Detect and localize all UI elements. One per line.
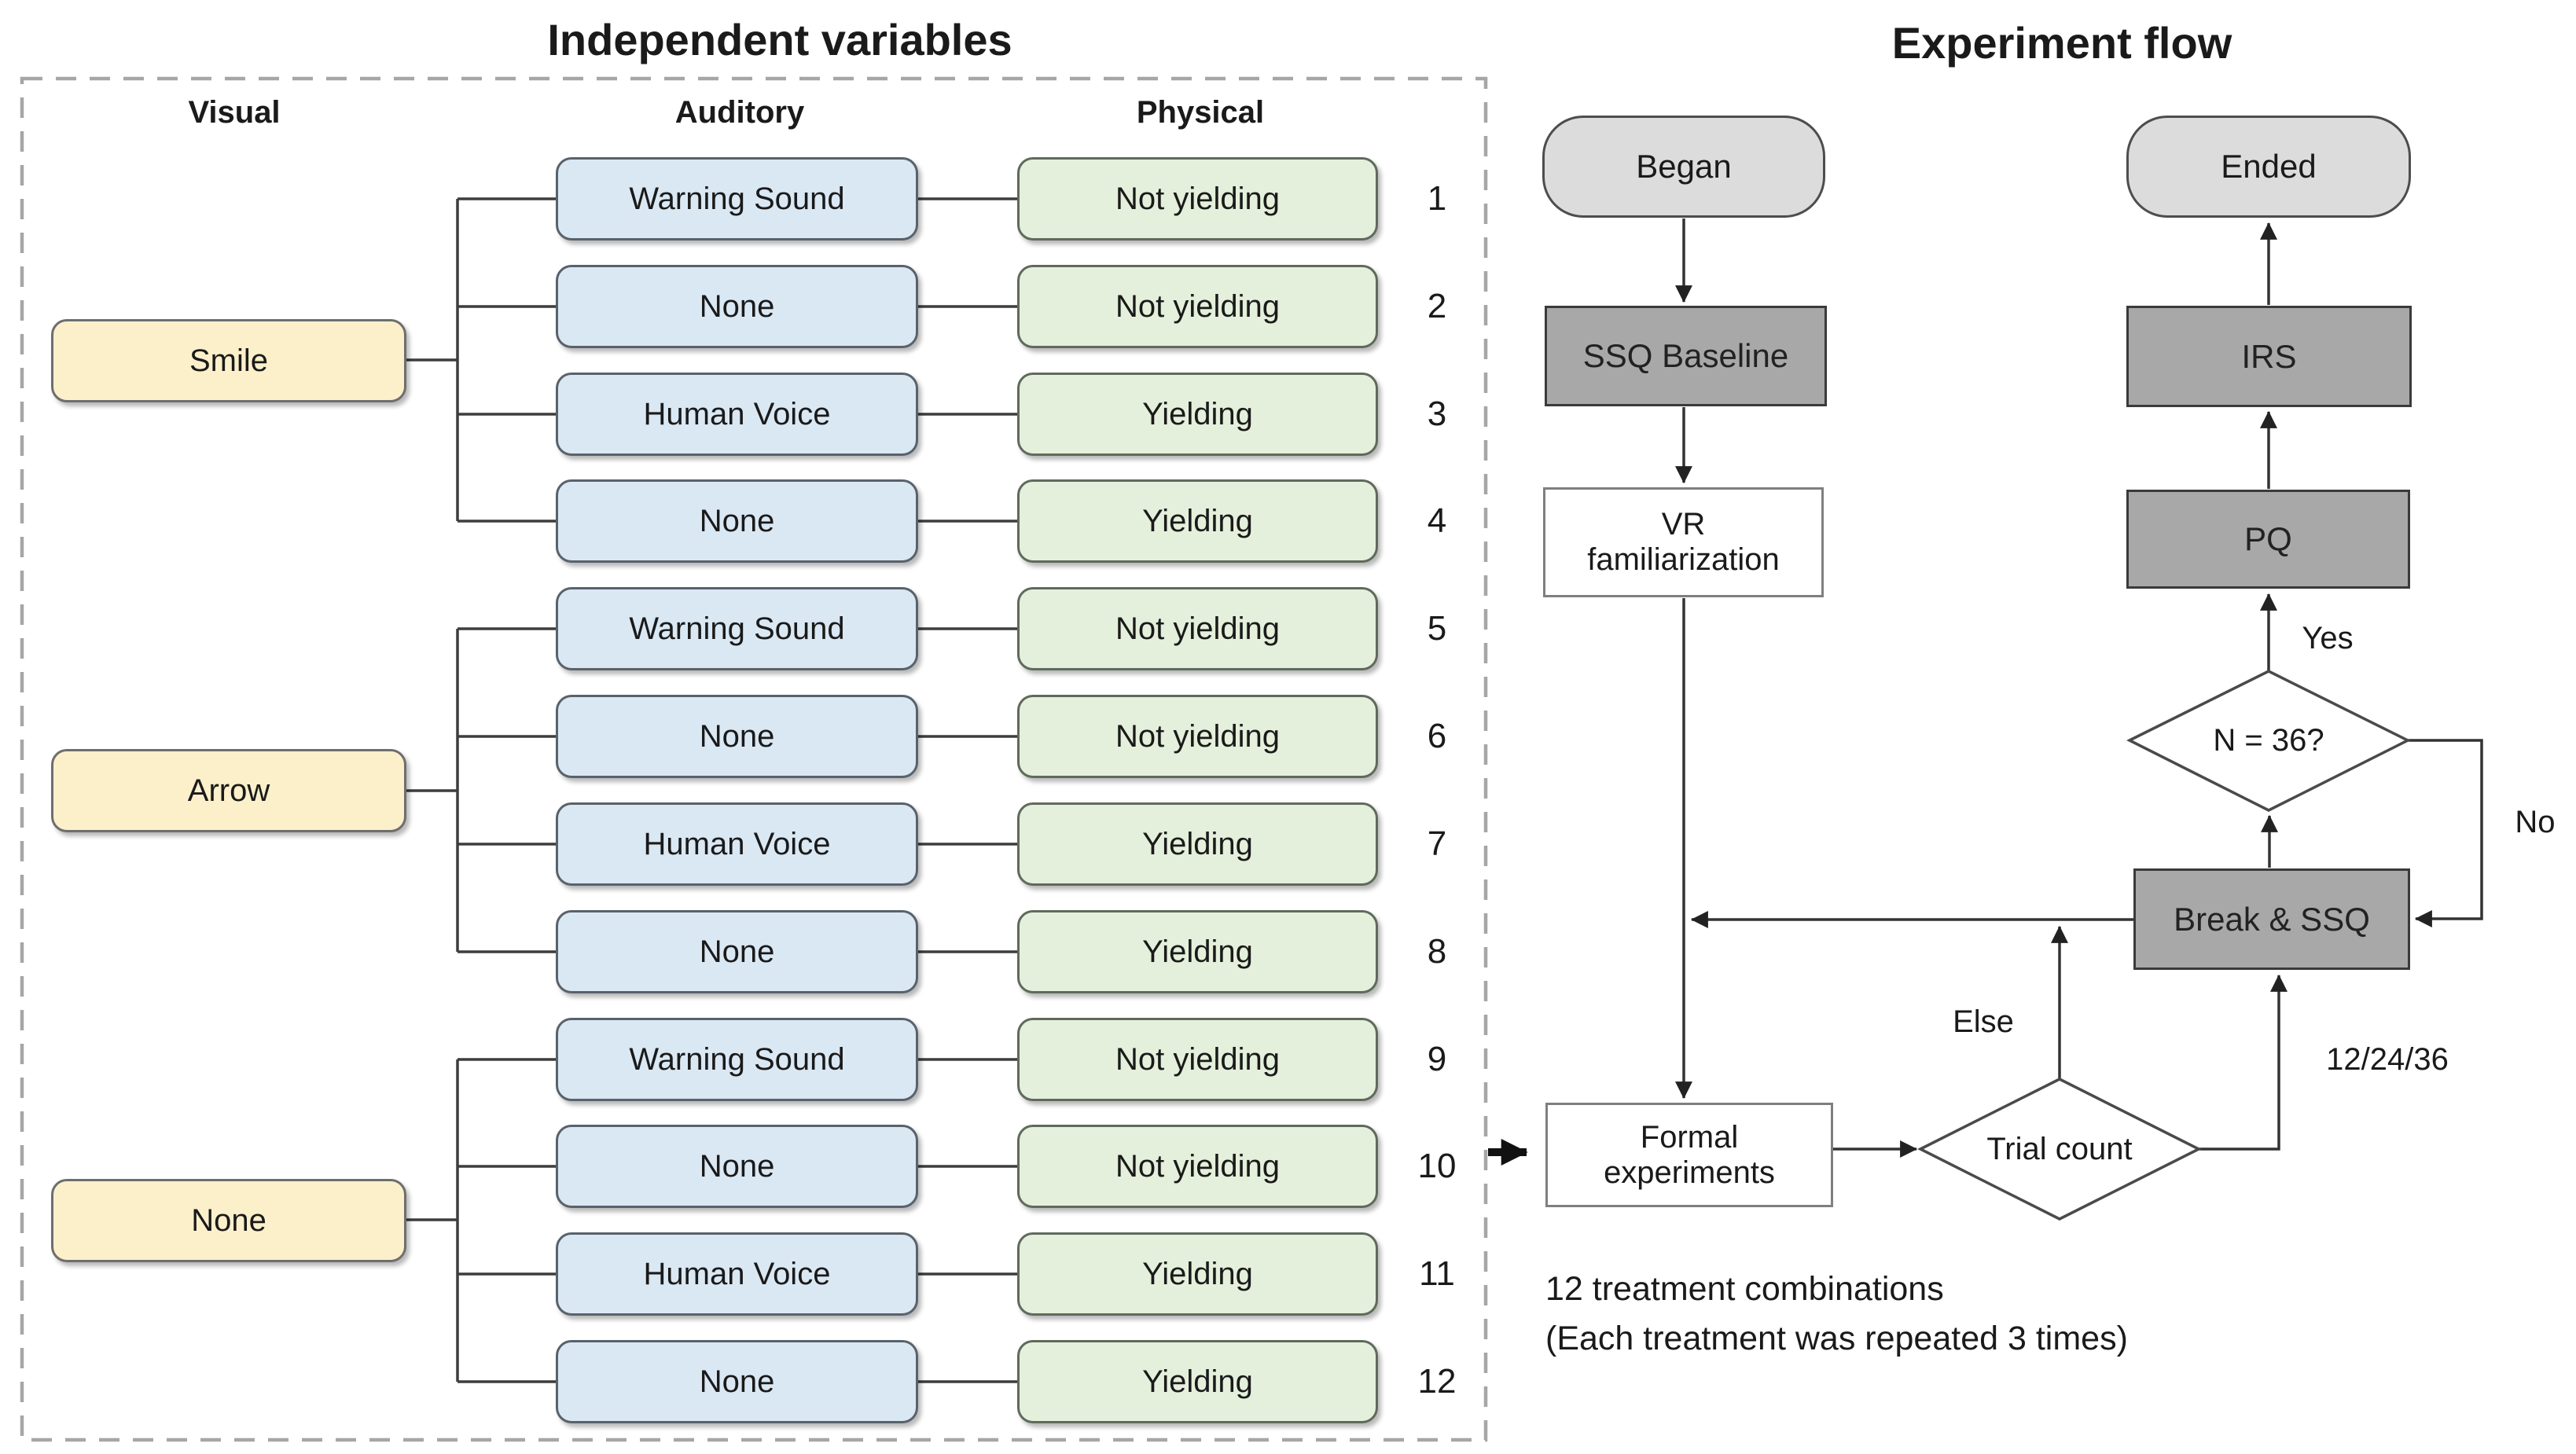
visual-box-arrow: Arrow [51,749,406,832]
independent-variables-panel-border [20,76,1488,1442]
auditory-box: None [556,695,918,778]
row-number: 5 [1427,609,1447,648]
vr-line2: familiarization [1587,542,1780,577]
edge-label-yes: Yes [2302,620,2354,655]
n36-diamond-label: N = 36? [2213,722,2324,758]
row-number: 2 [1427,287,1447,325]
physical-box: Not yielding [1017,1018,1378,1101]
formal-line2: experiments [1604,1155,1775,1190]
auditory-box: Human Voice [556,1232,918,1316]
flow-node-vr-familiarization: VR familiarization [1543,487,1824,597]
flow-node-break-ssq: Break & SSQ [2133,868,2410,970]
trial-count-decision-diamond [1917,1078,2202,1221]
row-number: 12 [1417,1362,1457,1401]
auditory-box: None [556,1125,918,1208]
row-number: 4 [1427,501,1447,540]
auditory-box: Warning Sound [556,587,918,670]
edge-label-no: No [2515,804,2556,839]
auditory-box: Warning Sound [556,157,918,240]
physical-box: Yielding [1017,1340,1378,1423]
physical-box: Yielding [1017,1232,1378,1316]
physical-box: Not yielding [1017,587,1378,670]
row-number: 6 [1427,717,1447,755]
tree-connectors [406,197,1017,1383]
flow-node-irs: IRS [2126,306,2412,407]
auditory-box: None [556,265,918,348]
auditory-box: Warning Sound [556,1018,918,1101]
row-number: 10 [1417,1147,1457,1185]
auditory-box: Human Voice [556,802,918,886]
row-number: 1 [1427,179,1447,218]
physical-box: Yielding [1017,910,1378,993]
edge-label-else: Else [1953,1004,2014,1039]
trial-count-diamond-label: Trial count [1986,1131,2133,1166]
flow-node-ended: Ended [2126,116,2411,218]
auditory-box: None [556,910,918,993]
physical-box: Not yielding [1017,695,1378,778]
physical-box: Not yielding [1017,265,1378,348]
visual-box-smile: Smile [51,319,406,402]
flow-edges [1675,218,2483,1158]
column-header-visual: Visual [188,94,281,130]
row-number: 8 [1427,932,1447,971]
auditory-box: Human Voice [556,373,918,456]
edge-n36-no-to-break [2408,739,2483,927]
flow-node-began: Began [1542,116,1825,218]
physical-box: Not yielding [1017,1125,1378,1208]
formal-line1: Formal [1640,1119,1739,1155]
edge-trial-to-break [2199,974,2288,1151]
physical-box: Yielding [1017,802,1378,886]
physical-box: Yielding [1017,479,1378,563]
left-title: Independent variables [547,14,1012,64]
row-number: 3 [1427,395,1447,433]
note-treatment-repeats: (Each treatment was repeated 3 times) [1545,1319,2128,1357]
note-treatment-combinations: 12 treatment combinations [1545,1269,1944,1308]
vr-line1: VR [1661,507,1706,542]
right-title: Experiment flow [1891,17,2232,68]
auditory-box: None [556,479,918,563]
column-header-physical: Physical [1136,94,1265,130]
edge-label-counts: 12/24/36 [2326,1041,2449,1077]
n36-decision-diamond [2126,670,2411,812]
column-header-auditory: Auditory [674,94,805,130]
physical-box: Not yielding [1017,157,1378,240]
row-number: 7 [1427,824,1447,863]
physical-box: Yielding [1017,373,1378,456]
visual-box-none: None [51,1179,406,1262]
flow-node-formal-experiments: Formal experiments [1545,1103,1833,1207]
flow-node-ssq-baseline: SSQ Baseline [1545,306,1827,406]
auditory-box: None [556,1340,918,1423]
flow-node-pq: PQ [2126,490,2410,589]
row-number: 9 [1427,1040,1447,1078]
row-number: 11 [1419,1254,1455,1293]
